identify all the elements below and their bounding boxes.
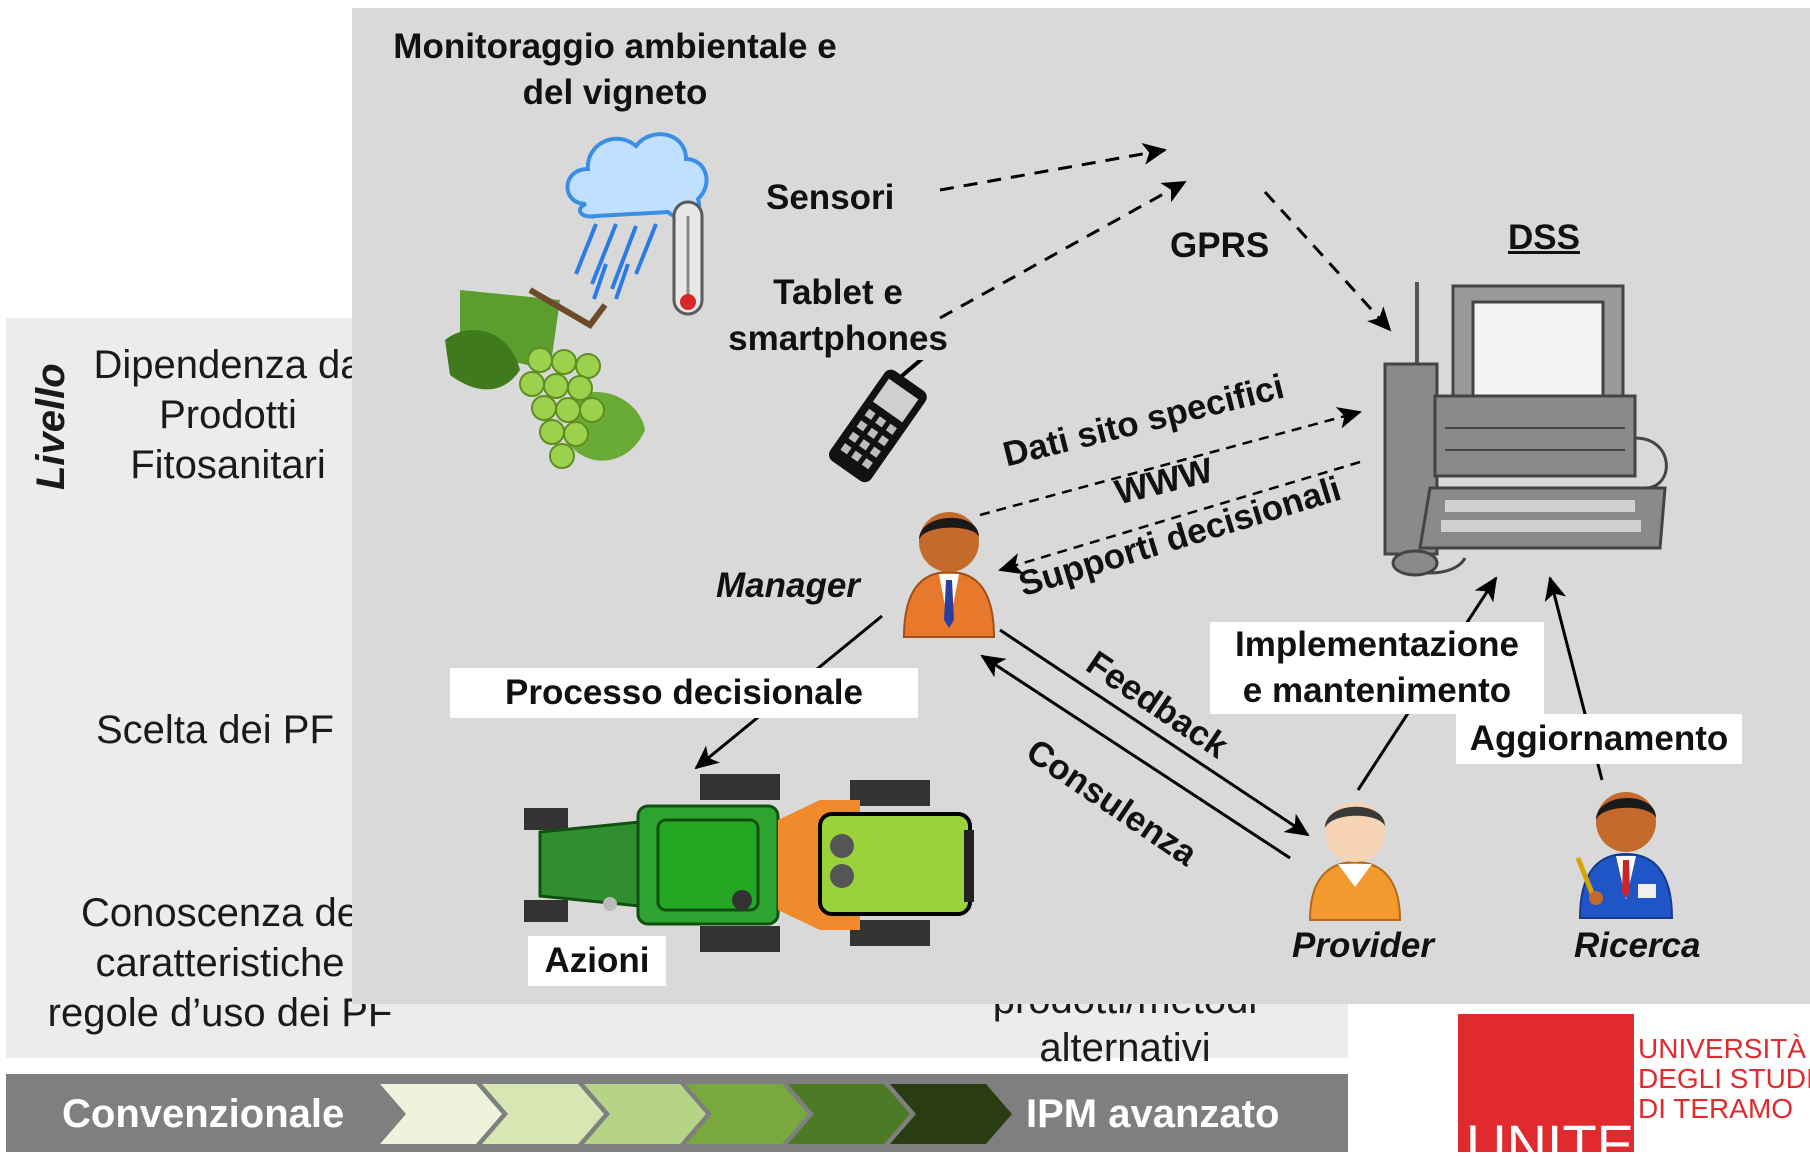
level-axis-title: Livello	[14, 340, 74, 500]
provider-label: Provider	[1292, 926, 1434, 965]
weather-rain-thermometer-icon	[565, 132, 709, 316]
provider-person-icon	[1308, 802, 1402, 921]
processo-decisionale-label: Processo decisionale	[450, 668, 918, 718]
dss-label: DSS	[1508, 218, 1580, 257]
monitoring-title: Monitoraggio ambientale e del vigneto	[393, 27, 837, 112]
manager-label: Manager	[716, 566, 860, 605]
svg-text:DI TERAMO: DI TERAMO	[1638, 1093, 1793, 1124]
level-2-text: Scelta dei PF	[96, 708, 334, 752]
chevron-step-2	[482, 1084, 604, 1144]
ipm-avanzato-label: IPM avanzato	[1026, 1092, 1280, 1136]
tablet-label: Tablet e smartphones	[728, 273, 948, 358]
level-3-text: Conoscenza de caratteristiche regole d’u…	[47, 891, 393, 1035]
grapevine-icon	[445, 287, 645, 469]
chevron-step-5	[788, 1084, 910, 1144]
svg-text:UNIVERSITÀ: UNIVERSITÀ	[1638, 1033, 1806, 1064]
aggiornamento-label: Aggiornamento	[1456, 714, 1742, 764]
gprs-label: GPRS	[1170, 226, 1270, 265]
ricerca-label: Ricerca	[1574, 926, 1701, 965]
chevron-step-1	[380, 1084, 502, 1144]
chevron-step-4	[686, 1084, 808, 1144]
mobile-phone-icon	[828, 360, 927, 483]
researcher-person-icon	[1575, 792, 1674, 919]
computer-dss-icon	[1383, 282, 1668, 577]
manager-person-icon	[902, 512, 996, 638]
chevron-progression	[380, 1084, 1012, 1144]
implementazione-label: Implementazione e mantenimento	[1210, 622, 1544, 714]
chevron-step-6	[890, 1084, 1012, 1144]
chevron-step-3	[584, 1084, 706, 1144]
svg-text:DEGLI STUDI: DEGLI STUDI	[1638, 1063, 1810, 1094]
level-1-text: Dipendenza da Prodotti Fitosanitari	[93, 343, 363, 487]
university-logo: UNITE UNIVERSITÀ DEGLI STUDI DI TERAMO	[1458, 1014, 1810, 1157]
sensori-label: Sensori	[766, 178, 895, 217]
tractor-icon	[524, 774, 974, 952]
svg-text:UNITE: UNITE	[1466, 1113, 1634, 1152]
azioni-label: Azioni	[528, 936, 666, 986]
svg-text:Livello: Livello	[29, 363, 73, 490]
convenzionale-label: Convenzionale	[62, 1092, 345, 1136]
